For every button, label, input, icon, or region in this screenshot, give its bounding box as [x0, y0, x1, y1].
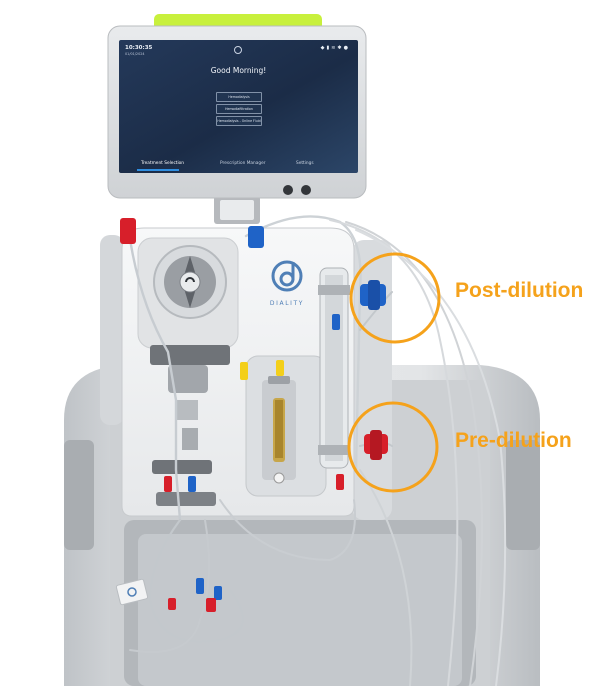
- monitor-mount: [214, 196, 260, 224]
- treatment-option-online-fluid[interactable]: Hemodialysis - Online Fluid: [216, 116, 262, 126]
- battery-icon: ▮: [326, 45, 332, 51]
- tab-treatment-selection[interactable]: Treatment Selection: [141, 161, 185, 166]
- connectors: [120, 218, 344, 612]
- clamp-blocks: [150, 345, 230, 506]
- tubing-tag: [115, 578, 149, 606]
- post-dilution-callout-circle: [349, 252, 441, 344]
- treatment-option-hemodialysis[interactable]: Hemodialysis: [216, 92, 262, 102]
- power-icon[interactable]: ●: [343, 45, 350, 51]
- screen-status-icons: ◆▮≋✱●: [321, 45, 350, 51]
- post-dilution-port: [360, 280, 386, 310]
- screen-logo-icon: [234, 46, 242, 54]
- monitor: [107, 25, 367, 199]
- screen-date: 01/01/2024: [125, 52, 145, 56]
- treatment-option-hemodiafiltration[interactable]: Hemodiafiltration: [216, 104, 262, 114]
- diality-brand-text: DIALITY: [269, 300, 305, 307]
- active-tab-indicator: [137, 169, 179, 171]
- monitor-screen-ui: 10:30:35 01/01/2024 ◆▮≋✱● Good Morning! …: [119, 40, 358, 173]
- monitor-screen: [119, 40, 358, 173]
- post-dilution-label: Post-dilution: [455, 279, 584, 302]
- gear-icon[interactable]: ✱: [337, 45, 344, 51]
- screen-greeting: Good Morning!: [210, 66, 267, 75]
- blood-pump-rotor: [153, 245, 227, 319]
- syringe-pump: [245, 355, 327, 497]
- pre-dilution-port: [364, 430, 388, 460]
- signal-icon: ≋: [331, 45, 338, 51]
- tab-prescription-manager[interactable]: Prescription Manager: [220, 161, 266, 166]
- screen-time: 10:30:35: [125, 45, 153, 51]
- pre-dilution-label: Pre-dilution: [455, 429, 572, 452]
- dialyzer-filter: [318, 267, 350, 469]
- diality-logo: [271, 260, 303, 292]
- tab-settings[interactable]: Settings: [296, 161, 314, 166]
- wifi-icon: ◆: [320, 45, 327, 51]
- pre-dilution-callout-circle: [347, 401, 439, 493]
